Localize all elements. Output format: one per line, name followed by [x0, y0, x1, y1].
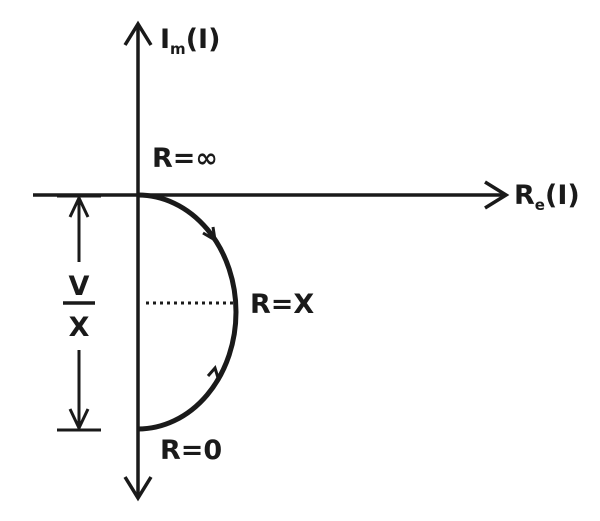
diameter-dimension-marker [57, 194, 101, 432]
locus-direction-arrow-upper [202, 226, 217, 243]
dimension-bottom-arrowhead [68, 408, 90, 432]
imaginary-axis-bottom-arrowhead [123, 476, 153, 502]
fraction-denominator: X [69, 312, 90, 343]
imaginary-axis-top-arrowhead [123, 20, 153, 46]
dimension-top-arrowhead [68, 194, 90, 218]
label-r-x: R=X [250, 289, 314, 320]
real-axis [33, 180, 510, 210]
locus-direction-arrow-lower [206, 364, 221, 382]
label-r-infinity: R=∞ [152, 143, 218, 174]
fraction-numerator: V [69, 271, 90, 302]
imaginary-axis [123, 20, 153, 502]
imaginary-axis-label: Im(I) [160, 24, 220, 58]
current-locus-semicircle [137, 192, 239, 432]
v-over-x-fraction: V X [63, 271, 95, 343]
real-axis-arrowhead [484, 180, 510, 210]
label-r-zero: R=0 [160, 435, 222, 466]
real-axis-label: Re(I) [514, 180, 580, 214]
